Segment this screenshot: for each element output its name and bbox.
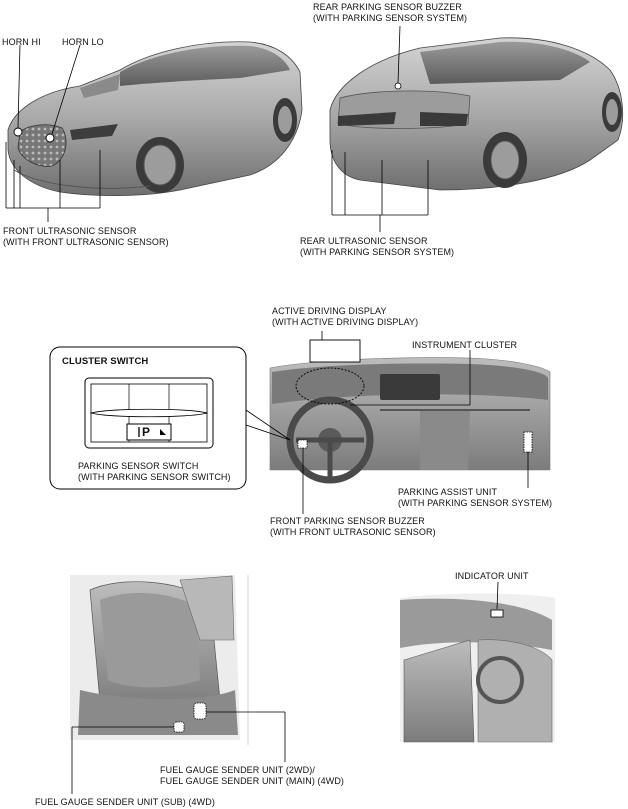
rear-car-illustration xyxy=(329,37,623,191)
indicator-unit-label: INDICATOR UNIT xyxy=(455,571,529,581)
active-driving-display-label: ACTIVE DRIVING DISPLAY(WITH ACTIVE DRIVI… xyxy=(272,306,419,327)
fuel-gauge-sender-sub-label: FUEL GAUGE SENDER UNIT (SUB) (4WD) xyxy=(35,797,215,807)
horn-lo-label: HORN LO xyxy=(62,37,104,47)
instrument-cluster-label: INSTRUMENT CLUSTER xyxy=(412,340,518,350)
cluster-switch-title: CLUSTER SWITCH xyxy=(62,356,149,367)
rear-ultrasonic-sensor-label: REAR ULTRASONIC SENSOR(WITH PARKING SENS… xyxy=(300,236,455,257)
parking-assist-unit-label: PARKING ASSIST UNIT(WITH PARKING SENSOR … xyxy=(398,487,553,508)
dashboard-illustration xyxy=(269,357,551,484)
indicator-cabin-illustration xyxy=(400,593,555,743)
rear-parking-sensor-buzzer-label: REAR PARKING SENSOR BUZZER(WITH PARKING … xyxy=(313,2,468,23)
horn-hi-label: HORN HI xyxy=(2,37,41,47)
cluster-switch-callout xyxy=(49,346,247,490)
front-ultrasonic-sensor-label: FRONT ULTRASONIC SENSOR(WITH FRONT ULTRA… xyxy=(3,226,169,247)
front-parking-sensor-buzzer-label: FRONT PARKING SENSOR BUZZER(WITH FRONT U… xyxy=(270,516,436,537)
parking-sensor-switch-label: PARKING SENSOR SWITCH(WITH PARKING SENSO… xyxy=(78,461,231,482)
active-display-box xyxy=(309,339,361,363)
front-car-illustration xyxy=(7,41,303,197)
fuel-gauge-sender-main-label: FUEL GAUGE SENDER UNIT (2WD)/FUEL GAUGE … xyxy=(160,765,345,786)
parking-switch-glyph: P xyxy=(142,425,151,439)
rear-seat-illustration xyxy=(70,575,240,740)
